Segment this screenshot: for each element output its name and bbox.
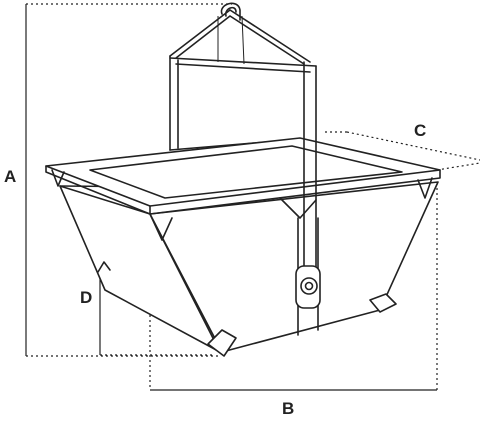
frame-top-triangle bbox=[169, 9, 311, 63]
rear-rim-bracket bbox=[51, 169, 65, 187]
left-rim-bracket bbox=[149, 213, 173, 241]
right-rim-bracket bbox=[417, 177, 433, 199]
dimension-c: C bbox=[325, 121, 480, 171]
dimension-a: A bbox=[4, 3, 232, 357]
dimension-b: B bbox=[149, 183, 438, 418]
frame-center-rod-right bbox=[241, 15, 245, 65]
pivot-bolt-inner bbox=[304, 281, 314, 291]
dimension-c-front-extension bbox=[436, 162, 480, 171]
frame-crossbar-inner bbox=[175, 63, 311, 73]
frame-top-hook bbox=[220, 2, 241, 21]
lifting-frame bbox=[169, 2, 321, 336]
front-left-foot bbox=[207, 329, 237, 357]
pivot-lug bbox=[295, 265, 321, 309]
dimension-b-label: B bbox=[282, 399, 294, 418]
center-rim-bracket bbox=[279, 197, 317, 219]
dimension-c-label: C bbox=[414, 121, 426, 140]
bucket-feet bbox=[97, 261, 397, 357]
frame-top-triangle-inner bbox=[175, 15, 305, 65]
dimension-a-label: A bbox=[4, 167, 16, 186]
bucket-opening bbox=[89, 145, 403, 199]
front-right-foot bbox=[369, 293, 397, 313]
frame-top-hook-inner bbox=[225, 6, 237, 17]
bucket-rim-front-lip bbox=[149, 169, 441, 215]
rear-left-foot bbox=[97, 261, 111, 273]
dimension-d-label: D bbox=[80, 288, 92, 307]
bucket-rim-left-lip bbox=[45, 165, 151, 215]
bucket-body bbox=[45, 137, 441, 353]
pivot-bolt-outer bbox=[300, 277, 318, 295]
frame-crossbar bbox=[169, 57, 317, 67]
